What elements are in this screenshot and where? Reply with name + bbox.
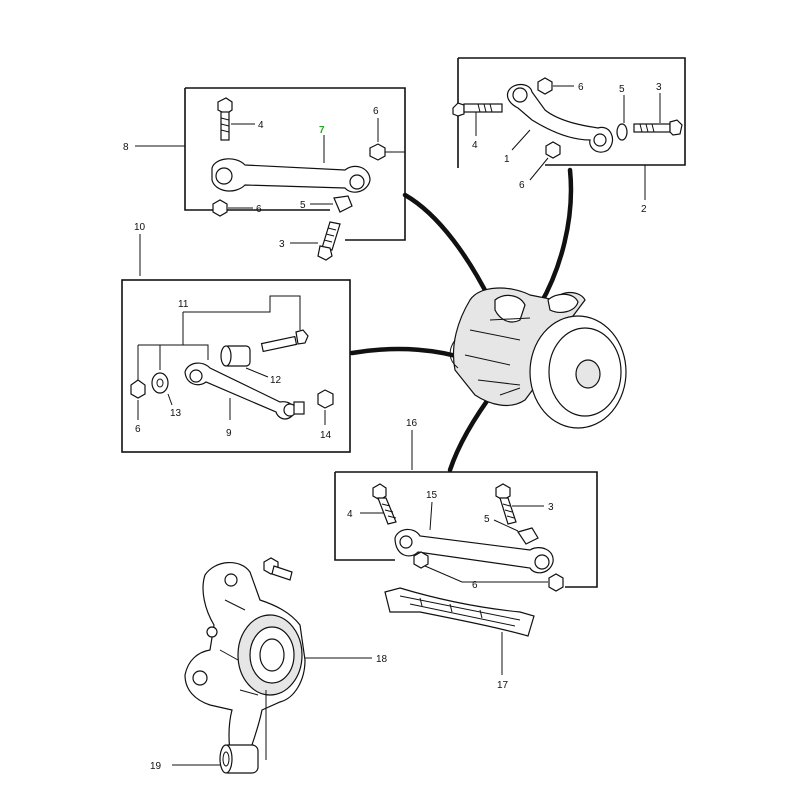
callout-1: 1	[504, 154, 510, 165]
nut-part-14	[317, 389, 334, 409]
callout-19: 19	[150, 761, 162, 772]
callout-17: 17	[497, 680, 509, 691]
toe-control-link	[184, 362, 305, 420]
callout-16: 16	[406, 418, 418, 429]
callout-4-lower: 4	[347, 509, 353, 520]
box-lower-link: 16 4 3 5 15 6	[334, 418, 598, 592]
callout-15: 15	[426, 490, 438, 501]
callout-3-lower: 3	[548, 502, 554, 513]
callout-5-right: 5	[619, 84, 625, 95]
callout-11: 11	[178, 299, 189, 310]
callout-10: 10	[134, 222, 146, 233]
callout-7: 7	[319, 125, 325, 136]
callout-6-lower: 6	[472, 580, 478, 591]
callout-8: 8	[123, 142, 129, 153]
callout-3: 3	[279, 239, 285, 250]
callout-4-right: 4	[472, 140, 478, 151]
bushing-part-12	[220, 345, 251, 367]
nut-part-6-right	[537, 77, 553, 95]
wheel-knuckle-part-18: 18	[184, 557, 388, 766]
lower-control-link	[394, 528, 554, 574]
bolt-part-3-right	[633, 119, 683, 136]
nut-part-6-right-b	[545, 141, 561, 159]
bolt-part-4-lower	[372, 483, 397, 525]
callout-12: 12	[270, 375, 282, 386]
bushing-part-19: 19	[150, 690, 267, 774]
bolt-part-4-right	[452, 102, 503, 117]
spring-link-part-17: 17	[384, 587, 535, 691]
bolt-part-3	[317, 221, 341, 261]
callout-5: 5	[300, 200, 306, 211]
callout-6-right: 6	[578, 82, 584, 93]
callout-14: 14	[320, 430, 332, 441]
nut-part-6-lower-b	[548, 573, 564, 592]
box-toe-link: 10 11 12 6 13 9	[121, 222, 351, 453]
washer-part-5	[333, 195, 353, 213]
nut-part-6-lower-a	[413, 551, 429, 569]
hub-assembly	[449, 287, 627, 429]
box-camber-link: 4 1 6 6 5 3 2	[452, 57, 686, 215]
callout-6-toe: 6	[135, 424, 141, 435]
nut-part-6-toe	[130, 379, 146, 399]
callout-3-right: 3	[656, 82, 662, 93]
knuckle-bolt	[263, 557, 293, 581]
washer-part-5-right	[616, 123, 628, 141]
callout-2: 2	[641, 204, 647, 215]
callout-5-lower: 5	[484, 514, 490, 525]
nut-part-6	[369, 143, 386, 161]
camber-arm	[506, 83, 613, 153]
upper-control-link	[211, 158, 371, 193]
callout-6: 6	[373, 106, 379, 117]
callout-6-right-b: 6	[519, 180, 525, 191]
callout-6b: 6	[256, 204, 262, 215]
callout-4: 4	[258, 120, 264, 131]
bolt-part-3-lower	[495, 483, 517, 525]
washer-part-13	[151, 372, 169, 394]
callout-18: 18	[376, 654, 388, 665]
bolt-part-4	[217, 97, 233, 141]
callout-9: 9	[226, 428, 232, 439]
washer-part-5-lower	[517, 527, 539, 545]
box-upper-link: 8 4 7 6 6 5	[123, 87, 406, 261]
nut-part-6b	[212, 199, 228, 217]
bolt-part-toe	[260, 329, 309, 353]
callout-13: 13	[170, 408, 182, 419]
